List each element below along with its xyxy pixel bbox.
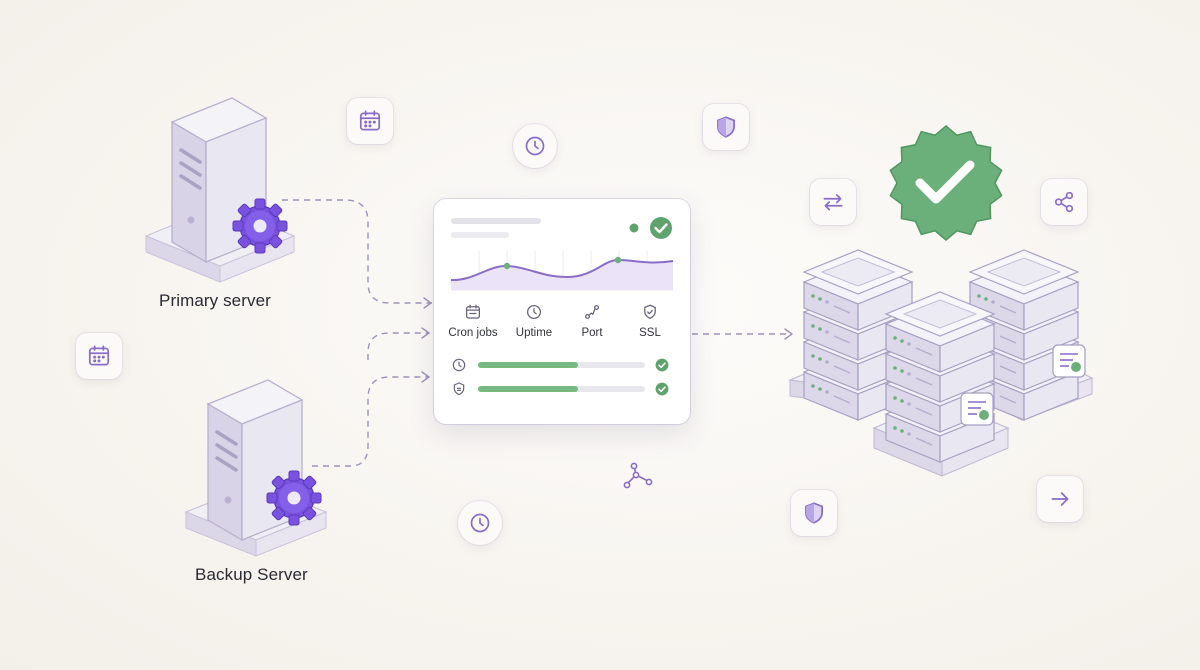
sparkline-line	[450, 258, 674, 282]
arrow-right-icon	[1051, 492, 1069, 506]
metric-label: Uptime	[515, 327, 553, 339]
swap-arrows-icon	[823, 194, 843, 211]
calendar-icon	[465, 304, 481, 319]
status-card-icon	[1052, 344, 1086, 378]
shield-icon	[453, 382, 465, 396]
progress-fill	[478, 362, 579, 368]
port-icon	[584, 304, 600, 320]
header-placeholder-line	[451, 218, 541, 224]
arrow-tile	[1037, 476, 1083, 522]
calendar-tile	[76, 333, 122, 379]
monitoring-card-graphics	[450, 217, 674, 291]
calendar-tile	[347, 98, 393, 144]
clock-icon	[470, 513, 490, 533]
shield-tile	[791, 490, 837, 536]
share-icon	[1054, 191, 1074, 213]
progress-fill	[478, 386, 579, 392]
share-tile	[1041, 179, 1087, 225]
status-card-icon	[960, 392, 994, 426]
monitoring-card: Cron jobs Uptime Port SSL	[434, 199, 690, 424]
clock-icon	[452, 358, 466, 372]
sparkline-point	[614, 256, 622, 264]
check-badge-icon	[650, 217, 672, 239]
clock-tile	[513, 124, 557, 168]
clock-icon	[525, 136, 545, 156]
swap-tile	[810, 179, 856, 225]
progress-bar	[478, 362, 645, 368]
calendar-icon	[359, 110, 381, 131]
clock-tile	[458, 501, 502, 545]
metric-uptime: Uptime	[502, 303, 566, 339]
backup-connector-a	[312, 376, 428, 467]
shield-tile	[703, 104, 749, 150]
metric-label: Cron jobs	[448, 327, 498, 339]
check-icon	[655, 358, 669, 372]
gear-icon	[232, 198, 288, 254]
metric-ssl: SSL	[618, 303, 682, 339]
gear-icon	[266, 470, 322, 526]
shield-icon	[805, 502, 823, 524]
status-dot	[629, 223, 639, 233]
shield-icon	[717, 116, 735, 138]
header-placeholder-line	[451, 232, 509, 238]
metric-label: Port	[581, 327, 603, 339]
sparkline-point	[503, 262, 511, 270]
primary-server-label: Primary server	[159, 291, 271, 310]
clock-icon	[526, 304, 542, 320]
backup-connector-b	[367, 332, 428, 360]
metric-port: Port	[560, 303, 624, 339]
shield-icon	[644, 304, 656, 320]
backup-server-label: Backup Server	[195, 565, 308, 584]
progress-bar	[478, 386, 645, 392]
calendar-icon	[88, 345, 110, 366]
check-icon	[655, 382, 669, 396]
metric-label: SSL	[639, 327, 661, 339]
metric-cron-jobs: Cron jobs	[441, 303, 505, 339]
